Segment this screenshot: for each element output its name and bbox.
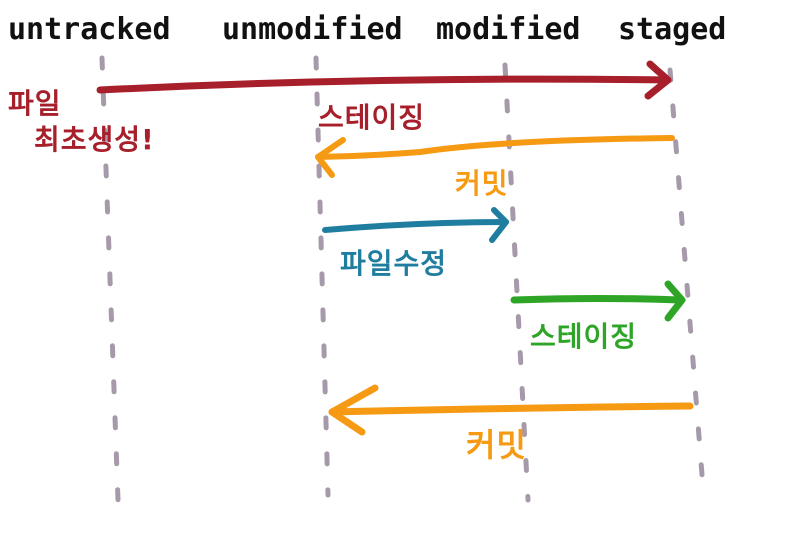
arrow-commit-2 bbox=[328, 384, 694, 436]
state-label-unmodified: unmodified bbox=[222, 12, 403, 47]
label-staging-red: 스테이징 bbox=[318, 101, 426, 134]
label-modify: 파일수정 bbox=[340, 247, 448, 280]
arrow-commit-1 bbox=[315, 135, 675, 178]
arrow-stage bbox=[510, 280, 686, 322]
label-staging-green: 스테이징 bbox=[530, 320, 638, 353]
state-label-modified: modified bbox=[436, 12, 581, 47]
arrow-modify bbox=[322, 207, 509, 243]
label-file-created-1: 파일 bbox=[8, 87, 62, 120]
state-label-staged: staged bbox=[618, 12, 727, 47]
label-commit-2: 커밋 bbox=[466, 426, 527, 464]
label-file-created-2: 최초생성! bbox=[34, 123, 155, 156]
dashed-line-staged bbox=[667, 67, 707, 503]
dashed-line-untracked bbox=[99, 55, 121, 503]
state-label-untracked: untracked bbox=[8, 12, 171, 47]
dashed-line-modified bbox=[502, 62, 531, 503]
label-commit-1: 커밋 bbox=[455, 167, 509, 200]
dashed-line-unmodified bbox=[313, 55, 331, 498]
arrow-create-stage bbox=[96, 60, 672, 100]
